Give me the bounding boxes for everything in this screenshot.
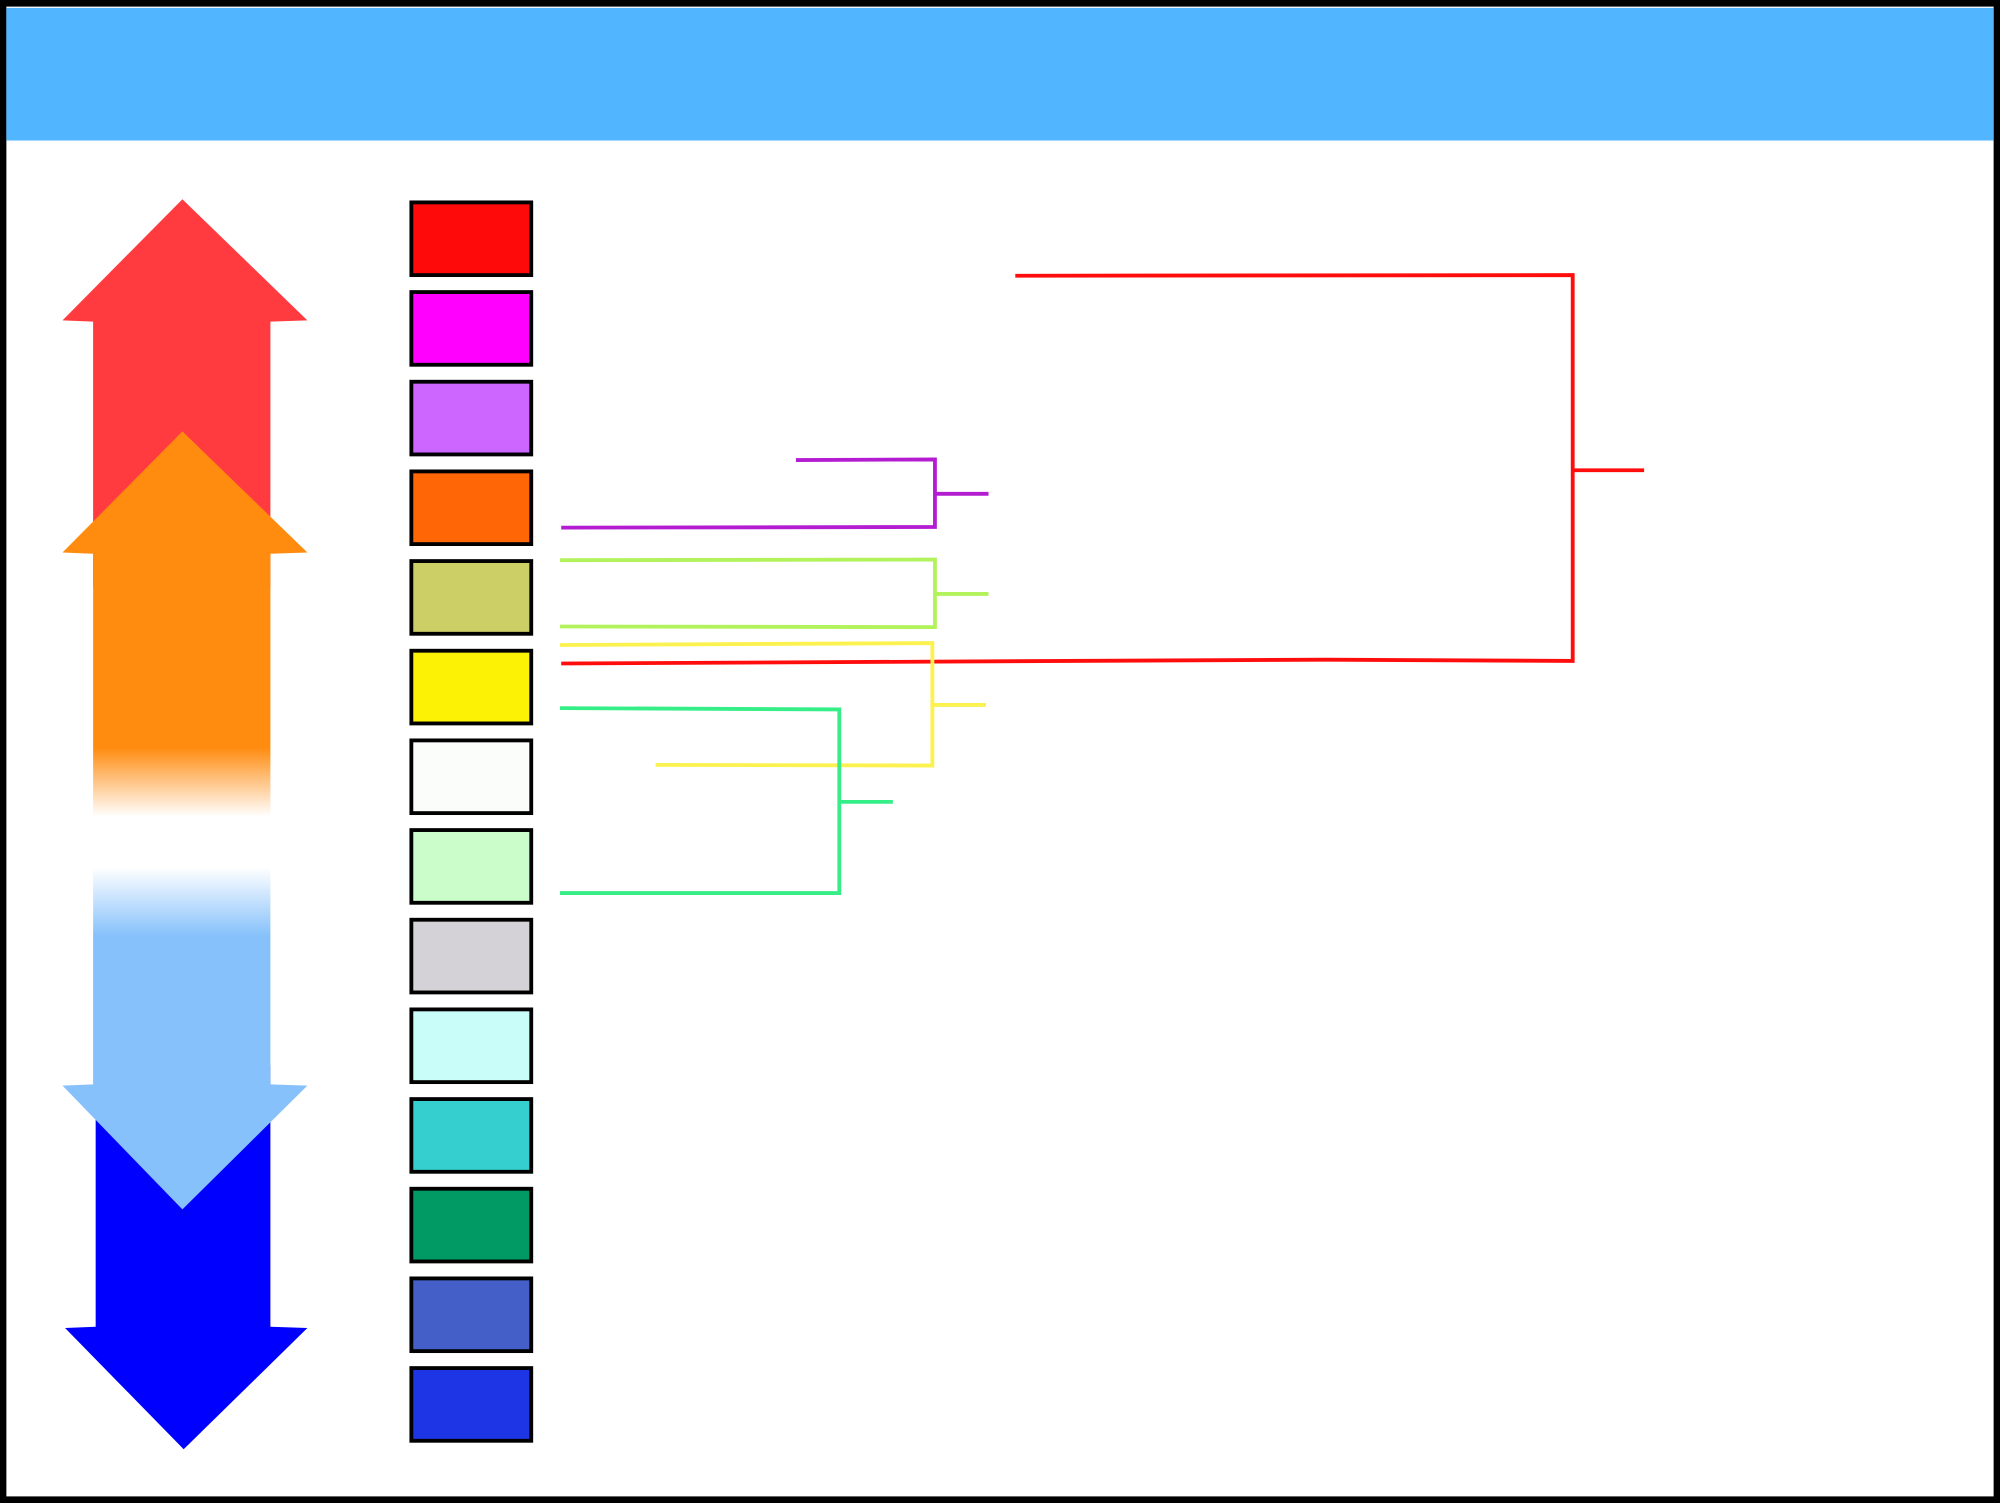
dendrogram-purple-branch	[561, 457, 989, 530]
color-swatch	[409, 559, 534, 636]
dendrogram-red-branch	[561, 273, 1645, 666]
dendrogram-green-branch	[559, 706, 893, 895]
color-swatch	[409, 648, 534, 726]
color-swatch	[409, 379, 534, 457]
orange-up-arrow	[62, 431, 308, 817]
color-swatch	[409, 200, 534, 278]
color-swatch	[409, 1186, 534, 1264]
dendrogram-yellow-branch	[559, 641, 986, 768]
color-swatch	[409, 738, 534, 816]
blue-down-arrow	[65, 1065, 308, 1450]
header-bar	[6, 7, 1994, 141]
color-swatch	[409, 1007, 534, 1085]
color-swatch	[409, 1097, 534, 1174]
color-swatch	[409, 1366, 534, 1443]
color-swatch	[409, 1276, 534, 1354]
red-up-arrow	[62, 199, 308, 587]
color-swatch	[409, 290, 534, 367]
lightblue-down-arrow	[62, 867, 308, 1210]
color-swatch	[409, 828, 534, 905]
color-swatch	[409, 469, 534, 547]
background	[6, 6, 1994, 1497]
dendrogram-lime-branch	[559, 557, 989, 630]
color-swatch	[409, 917, 534, 995]
